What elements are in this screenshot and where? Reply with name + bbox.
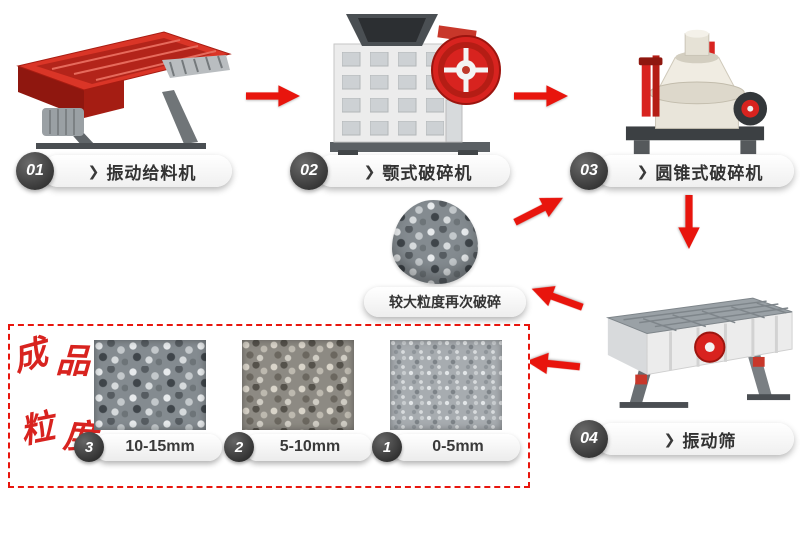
chevron-right-icon: ❯ [363, 162, 376, 179]
step-label-text: 颚式破碎机 [382, 163, 473, 183]
step-number-badge: 01 [16, 152, 54, 190]
title-char: 品 [55, 340, 91, 383]
vibrating-screen-image [605, 297, 793, 408]
step-03: 03 ❯ 圆锥式破碎机 [570, 152, 794, 190]
step-label-ribbon: ❯ 振动给料机 [42, 155, 232, 187]
arrow-jaw-to-cone [514, 85, 568, 107]
title-char: 粒 [16, 406, 58, 453]
recrush-label-ribbon: 较大粒度再次破碎 [364, 287, 526, 317]
arrow-pile-to-cone [513, 197, 564, 226]
size-pill-label: 0-5mm [392, 433, 520, 461]
gravel-sample-0-5mm [390, 340, 502, 430]
step-02: 02 ❯ 颚式破碎机 [290, 152, 510, 190]
step-number-badge: 02 [290, 152, 328, 190]
size-rank-badge: 1 [372, 432, 402, 462]
chevron-right-icon: ❯ [636, 162, 649, 179]
size-tag-5-10mm: 2 5-10mm [224, 432, 372, 462]
jaw-crusher-image [330, 14, 501, 158]
size-rank-badge: 2 [224, 432, 254, 462]
arrow-screen-to-products [526, 352, 581, 375]
finished-product-panel: 成 品 粒 度 3 10-15mm 2 5-10mm 1 0-5mm [8, 324, 530, 488]
size-tag-10-15mm: 3 10-15mm [74, 432, 222, 462]
vibrating-feeder-image [16, 31, 232, 149]
chevron-right-icon: ❯ [663, 430, 676, 447]
step-label-text: 振动筛 [682, 431, 737, 451]
step-04: 04 ❯ 振动筛 [570, 420, 794, 458]
cone-crusher-image [625, 29, 768, 155]
size-pill-label: 10-15mm [94, 433, 222, 461]
step-number-badge: 04 [570, 420, 608, 458]
recrush-label-text: 较大粒度再次破碎 [389, 294, 501, 310]
size-tag-0-5mm: 1 0-5mm [372, 432, 520, 462]
arrow-cone-to-screen [678, 195, 700, 249]
step-label-ribbon: ❯ 颚式破碎机 [316, 155, 510, 187]
arrow-screen-to-recrush [531, 286, 584, 311]
oversize-gravel-pile-image [392, 200, 478, 284]
chevron-right-icon: ❯ [87, 162, 100, 179]
step-label-text: 圆锥式破碎机 [655, 163, 764, 183]
arrow-feeder-to-jaw [246, 85, 300, 107]
step-label-text: 振动给料机 [106, 163, 197, 183]
size-pill-label: 5-10mm [244, 433, 372, 461]
step-label-ribbon: ❯ 圆锥式破碎机 [596, 155, 794, 187]
gravel-sample-10-15mm [94, 340, 206, 430]
size-rank-badge: 3 [74, 432, 104, 462]
step-number-badge: 03 [570, 152, 608, 190]
step-label-ribbon: ❯ 振动筛 [596, 423, 794, 455]
gravel-sample-5-10mm [242, 340, 354, 430]
step-01: 01 ❯ 振动给料机 [16, 152, 232, 190]
